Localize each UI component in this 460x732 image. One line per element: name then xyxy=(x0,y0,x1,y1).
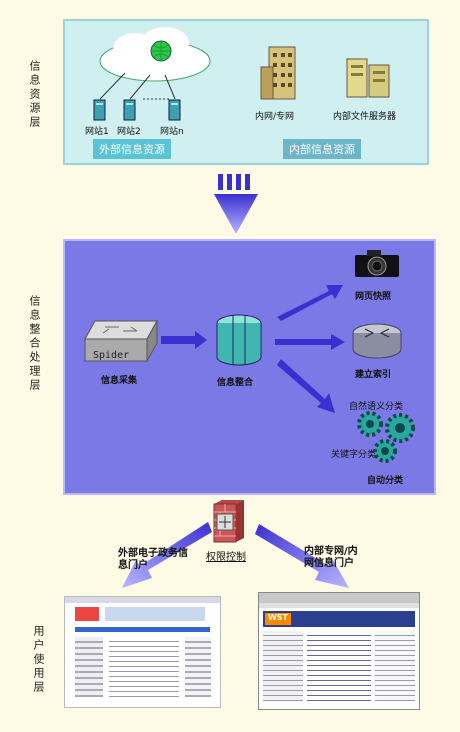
site-label: 网站2 xyxy=(117,127,141,137)
keyword-classify-label: 关键字分类 xyxy=(331,450,377,460)
auto-classify-label: 自动分类 xyxy=(367,476,404,486)
arrow-to-snapshot xyxy=(277,285,343,321)
internal-portal-screenshot: WST xyxy=(258,592,420,710)
connection-lines xyxy=(99,72,176,100)
arrow-to-internal-portal xyxy=(255,524,349,588)
internal-resource-tag: 内部信息资源 xyxy=(283,139,361,159)
access-control-label: 权限控制 xyxy=(206,552,246,563)
file-server-icon xyxy=(346,58,390,98)
file-server-label: 内部文件服务器 xyxy=(333,112,397,122)
site-label: 网站n xyxy=(160,127,184,137)
router-icon xyxy=(352,323,402,359)
site-server-icon xyxy=(93,99,106,121)
down-funnel-arrow xyxy=(214,174,258,234)
site-label: 网站1 xyxy=(85,127,109,137)
snapshot-label: 网页快照 xyxy=(355,292,392,302)
arrow-to-classify xyxy=(277,359,335,413)
layer-label-user: 用户使用层 xyxy=(32,625,45,695)
site-banner: WST xyxy=(265,613,291,625)
nl-classify-label: 自然语义分类 xyxy=(349,402,404,412)
intranet-label: 内网/专网 xyxy=(255,112,295,122)
gear-icon xyxy=(373,439,397,463)
internet-cloud-icon xyxy=(99,27,211,82)
gear-icon xyxy=(357,411,383,437)
layer-label-integration: 信息整合处理层 xyxy=(28,295,41,393)
camera-icon xyxy=(355,250,399,277)
spider-text: Spider xyxy=(93,350,130,361)
arrow-to-external-portal xyxy=(122,522,212,588)
external-resource-tag: 外部信息资源 xyxy=(93,139,171,159)
integration-hub-icon xyxy=(216,314,262,366)
intranet-building-icon xyxy=(260,46,296,100)
arrow-to-index xyxy=(275,334,345,350)
index-label: 建立索引 xyxy=(355,370,392,380)
gear-icon xyxy=(385,413,415,443)
resource-panel: 网站1 网站2 网站n 内网/专网 内部文件服务器 外部信息资源 内部信息资源 xyxy=(63,19,429,165)
integrate-label: 信息整合 xyxy=(217,378,254,388)
collect-label: 信息采集 xyxy=(101,376,138,386)
spider-switch-icon xyxy=(84,319,158,363)
external-portal-screenshot xyxy=(64,596,221,708)
site-server-icon xyxy=(123,99,136,121)
layer-label-resource: 信息资源层 xyxy=(28,60,41,130)
integration-panel: Spider 信息采集 信息整合 网页快照 建立索引 自然语义分类 xyxy=(63,239,436,495)
site-server-icon xyxy=(168,99,181,121)
external-portal-label: 外部电子政务信息门户 xyxy=(118,548,188,571)
internal-portal-label: 内部专网/内网信息门户 xyxy=(304,546,358,569)
arrow-collect-integrate xyxy=(161,331,207,349)
firewall-icon xyxy=(213,500,244,543)
